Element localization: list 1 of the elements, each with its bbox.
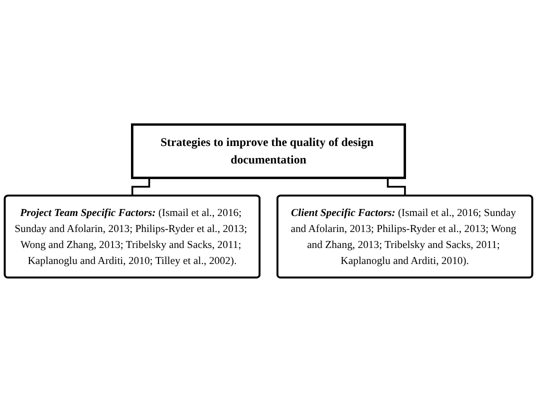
node-box bbox=[131, 123, 406, 180]
